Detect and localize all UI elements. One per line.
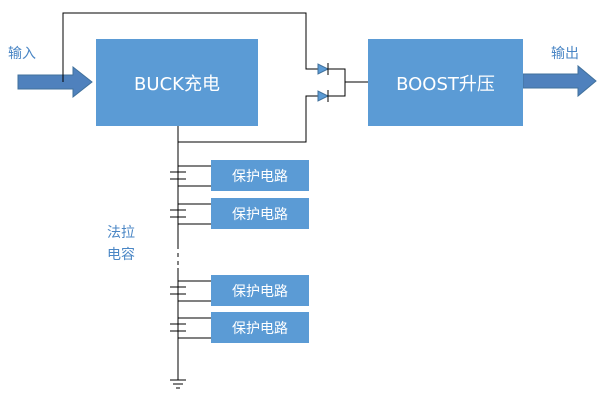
capacitor-symbol bbox=[170, 209, 186, 218]
boost-converter-block: BOOST升压 bbox=[368, 39, 523, 126]
protection-circuit-block: 保护电路 bbox=[211, 275, 309, 306]
input-label: 输入 bbox=[8, 46, 36, 62]
protection-circuit-block: 保护电路 bbox=[211, 160, 309, 191]
buck-feed-wire bbox=[177, 95, 330, 143]
ground-icon bbox=[170, 379, 186, 389]
bypass-wire bbox=[62, 12, 330, 82]
protection-wire bbox=[178, 280, 211, 302]
capacitor-label-line2: 电容 bbox=[107, 247, 135, 263]
input-arrow bbox=[17, 65, 93, 99]
capacitor-symbol bbox=[170, 323, 186, 332]
diode-icon bbox=[317, 90, 330, 102]
output-label: 输出 bbox=[551, 46, 579, 62]
protection-circuit-block: 保护电路 bbox=[211, 198, 309, 229]
capacitor-symbol bbox=[170, 286, 186, 295]
diode-icon bbox=[317, 63, 330, 75]
protection-wire bbox=[178, 165, 211, 187]
protection-wire bbox=[178, 317, 211, 339]
output-arrow bbox=[522, 64, 597, 98]
protection-wire bbox=[178, 203, 211, 225]
capacitor-symbol bbox=[170, 171, 186, 180]
capacitor-label-line1: 法拉 bbox=[107, 225, 135, 241]
protection-circuit-block: 保护电路 bbox=[211, 312, 309, 343]
diode-junction-wire bbox=[330, 68, 368, 97]
buck-charger-block: BUCK充电 bbox=[96, 39, 258, 126]
